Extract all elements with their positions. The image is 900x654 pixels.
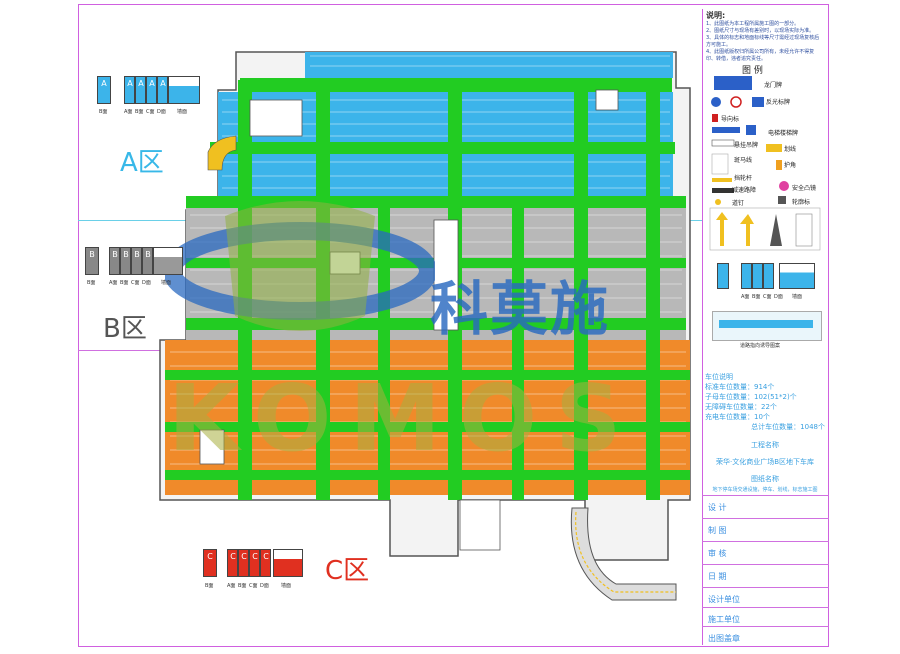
zone-a-label: A区	[120, 148, 164, 178]
elevator-sign-icon	[746, 125, 756, 135]
note-item: 2、图纸尺寸与现场有差别时，以现场实际为准。	[706, 28, 815, 34]
arrow-merge-icon	[770, 214, 782, 246]
drawing-heading: 图纸名称	[751, 475, 779, 483]
title-block-design-unit: 设计单位	[702, 587, 829, 610]
note-item: 1、此图纸为本工程所属施工图的一部分。	[706, 21, 800, 27]
zebra-guide-bar	[719, 320, 813, 328]
legend-item: 减速路障	[732, 187, 757, 194]
corner-guard-icon	[776, 160, 782, 170]
section-line-bc	[78, 350, 180, 351]
core-rooms	[199, 89, 619, 551]
legend-item: 轮廓标	[792, 199, 811, 206]
legend-item: 挡轮杆	[734, 175, 753, 182]
title-block-review: 审 核	[702, 541, 829, 564]
arrow-strip-icon	[712, 127, 740, 133]
title-block-stamp: 出图盖章	[702, 626, 829, 645]
stats-total: 总计车位数量：1048个	[751, 423, 825, 431]
delineator-icon	[778, 196, 786, 204]
wheel-stop-icon	[712, 178, 732, 182]
arrow-turn-icon	[740, 214, 754, 246]
notes-panel: 说明: 1、此图纸为本工程所属施工图的一部分。 2、图纸尺寸与现场有差别时，以现…	[706, 12, 824, 63]
title-block-design: 设 计	[702, 495, 829, 518]
title-block-drafting: 制 图	[702, 518, 829, 541]
legend-item: 斑马线	[734, 157, 753, 164]
project-name: 荣华·文化商业广场B区地下车库	[715, 458, 815, 466]
zone-c-label: C区	[325, 556, 370, 586]
hanging-sign-icon	[711, 139, 735, 147]
legend-icons	[709, 76, 821, 251]
watermark-en: KOMOS	[168, 365, 640, 472]
watermark-logo-icon	[165, 201, 435, 331]
zone-b-label: B区	[103, 314, 147, 344]
legend-item: 安全凸镜	[792, 185, 817, 192]
ramp-marking	[575, 511, 676, 593]
notes-heading: 说明:	[706, 11, 726, 20]
title-sidebar	[702, 9, 825, 645]
reflective-sign-icon	[752, 97, 764, 107]
zebra-guide-panel	[712, 311, 822, 341]
legend-item: 导向标	[721, 116, 740, 123]
arrow-straight-icon	[716, 212, 728, 246]
stats-line: 标准车位数量：914个	[705, 383, 775, 391]
directional-sign-icon	[711, 97, 721, 107]
marking-line-icon	[766, 144, 782, 152]
legend-item: 护角	[784, 162, 797, 169]
zebra-crossing-icon	[711, 153, 729, 175]
drawing-name: 地下停车场交通设施，停车、划线，标志施工图	[712, 487, 818, 493]
prohibition-sign-icon	[730, 96, 742, 108]
stats-line: 子母车位数量：102(51*2)个	[705, 393, 797, 401]
parking-stats: 车位说明 标准车位数量：914个 子母车位数量：102(51*2)个 无障碍车位…	[705, 372, 825, 432]
guide-sign-icon	[712, 114, 718, 122]
legend-item: 悬挂吊牌	[734, 142, 759, 149]
title-block-construction-unit: 施工单位	[702, 607, 829, 630]
road-stud-icon	[715, 199, 721, 205]
note-item: 3、具体的标志和地面标线等尺寸需经过现场复核后方可施工。	[706, 35, 820, 48]
stats-line: 无障碍车位数量：22个	[705, 403, 777, 411]
stats-heading: 车位说明	[705, 373, 733, 381]
entry-ramp	[207, 135, 237, 171]
note-item: 4、此图纸版权归所属公司所有，未经允许不得复印、转借，违者追究责任。	[706, 49, 815, 62]
drawing-frame	[78, 4, 829, 647]
watermark-cn: 科莫施	[430, 275, 611, 343]
convex-mirror-icon	[779, 181, 789, 191]
zebra-caption: 道路指向诱导图案	[740, 343, 781, 349]
legend-item: 划线	[784, 146, 797, 153]
project-heading: 工程名称	[751, 441, 779, 449]
legend-item: 电梯楼梯牌	[768, 130, 799, 137]
legend-item: 龙门牌	[764, 82, 783, 89]
title-block-date: 日 期	[702, 564, 829, 587]
legend-item: 反光标牌	[766, 99, 791, 106]
stats-line: 充电车位数量：10个	[705, 413, 770, 421]
gantry-sign-icon	[714, 76, 752, 90]
speed-bump-icon	[712, 188, 734, 193]
zone-a-top-band	[305, 52, 673, 78]
legend-title: 图 例	[742, 66, 763, 76]
marking-sample-icon	[795, 213, 813, 247]
legend-item: 道钉	[732, 200, 745, 207]
